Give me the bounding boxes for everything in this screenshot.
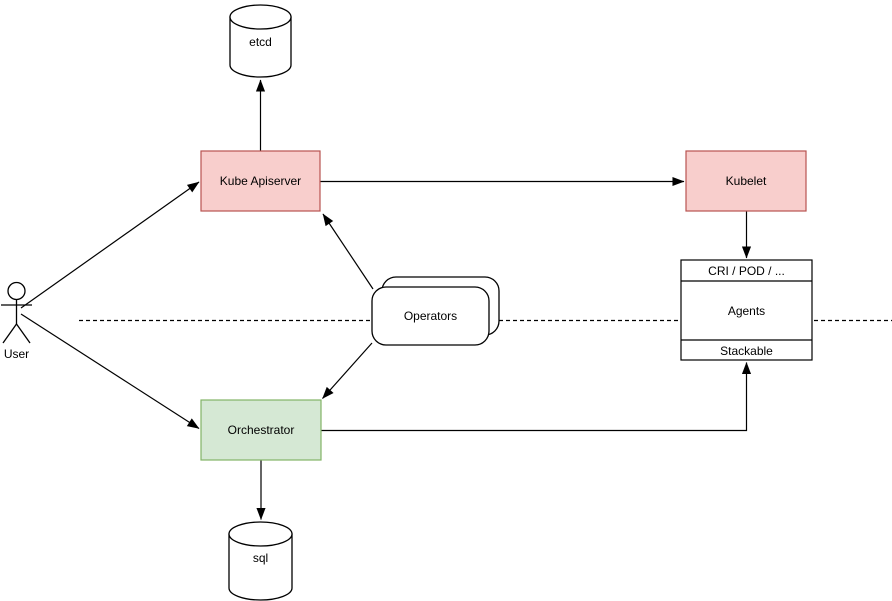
edge-operators-to-kube-apiserver[interactable]: [322, 213, 374, 290]
kube-apiserver-label: Kube Apiserver: [220, 174, 301, 188]
edge-user-to-orchestrator[interactable]: [20, 313, 200, 430]
agents-stack-box[interactable]: [680, 259, 813, 361]
agents-stack-node[interactable]: CRI / POD / ... Agents Stackable: [680, 259, 813, 361]
edge-orchestrator-to-stackable[interactable]: [321, 362, 752, 432]
edge-operators-to-orchestrator[interactable]: [322, 342, 373, 399]
orchestrator-label: Orchestrator: [228, 423, 295, 437]
user-actor-head[interactable]: [7, 281, 26, 301]
user-actor-left-leg[interactable]: [2, 323, 18, 344]
sql-label: sql: [253, 551, 268, 565]
orchestrator-node[interactable]: Orchestrator: [200, 399, 322, 461]
kubelet-box[interactable]: [685, 150, 807, 212]
operators-node[interactable]: Operators: [371, 276, 500, 346]
sql-database-node[interactable]: sql: [228, 521, 293, 601]
etcd-label: etcd: [249, 35, 272, 49]
operators-label: Operators: [404, 309, 457, 323]
user-label: User: [4, 347, 29, 361]
agents-header-label: CRI / POD / ...: [708, 264, 785, 278]
edge-user-to-kube-apiserver[interactable]: [20, 181, 200, 309]
etcd-cylinder-top[interactable]: [229, 4, 292, 30]
agents-footer-label: Stackable: [720, 344, 773, 358]
kubelet-node[interactable]: Kubelet: [685, 150, 807, 212]
orchestrator-box[interactable]: [200, 399, 322, 461]
kube-apiserver-node[interactable]: Kube Apiserver: [200, 150, 321, 212]
kube-apiserver-box[interactable]: [200, 150, 321, 212]
etcd-database-node[interactable]: etcd: [229, 4, 292, 78]
sql-cylinder-top[interactable]: [228, 521, 293, 547]
etcd-cylinder-body[interactable]: [229, 16, 292, 78]
kubelet-label: Kubelet: [726, 174, 767, 188]
user-actor-node[interactable]: User: [1, 281, 32, 362]
agents-body-label: Agents: [728, 304, 765, 318]
operators-front-card[interactable]: [371, 286, 490, 346]
user-actor-right-leg[interactable]: [15, 323, 31, 344]
sql-cylinder-body[interactable]: [228, 533, 293, 601]
